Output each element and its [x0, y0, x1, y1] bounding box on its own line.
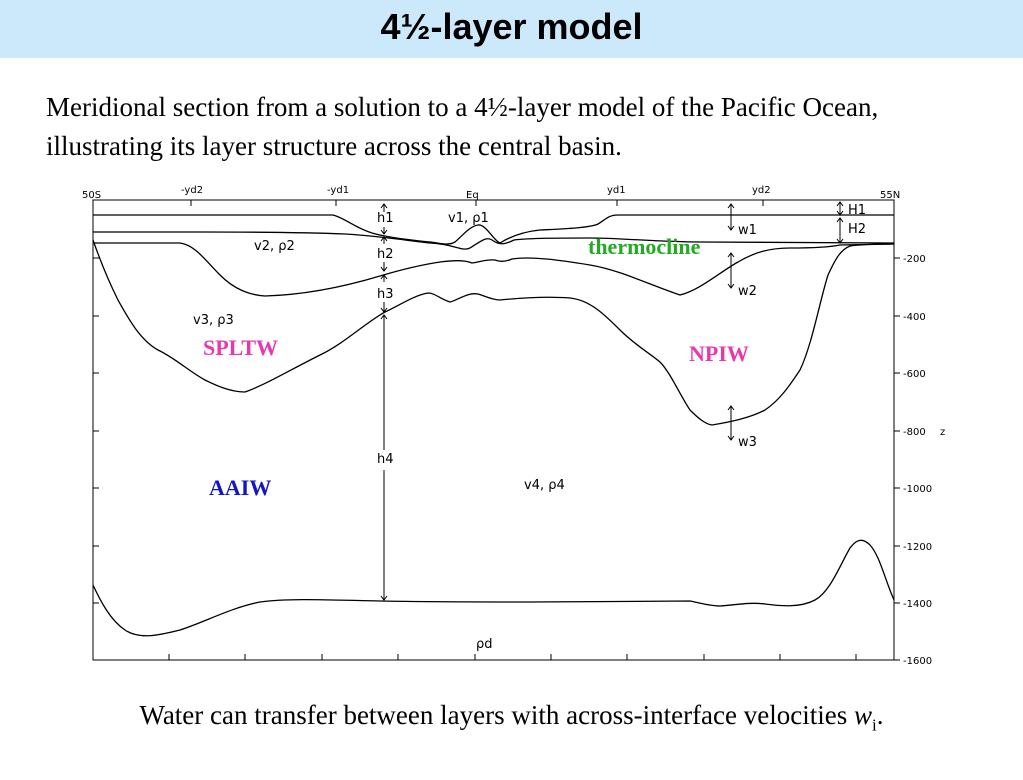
label-h1: h1: [377, 211, 394, 226]
left-axis-ticks: [93, 257, 99, 604]
label-h2-depth: H2: [848, 222, 866, 237]
top-label-50s: 50S: [82, 190, 101, 201]
caption-text: Water can transfer between layers with a…: [139, 700, 854, 730]
velocity-arrows: [727, 203, 735, 441]
label-w2: w2: [738, 284, 757, 299]
label-npiw: NPIW: [689, 341, 749, 366]
label-w1: w1: [738, 223, 757, 238]
slide-description: Meridional section from a solution to a …: [46, 92, 879, 161]
depth-brackets: [836, 201, 844, 244]
caption-subscript: i: [872, 715, 877, 735]
label-h4: h4: [377, 452, 394, 467]
thickness-arrows: [380, 203, 388, 601]
caption-end: .: [876, 700, 884, 730]
z-axis-label: z: [940, 427, 945, 438]
label-layer-3: v3, ρ3: [193, 313, 234, 328]
horizontal-ticks: [168, 200, 857, 660]
z-label-200: -200: [903, 254, 926, 265]
interface-2: [93, 242, 895, 297]
top-label-neg-yd1: -yd1: [327, 185, 349, 196]
slide-caption: Water can transfer between layers with a…: [0, 700, 1023, 735]
interface-sea-surface: [93, 214, 894, 245]
top-label-yd2: yd2: [752, 185, 771, 196]
z-label-400: -400: [903, 312, 926, 323]
interface-4: [92, 539, 895, 637]
z-label-1400: -1400: [903, 599, 932, 610]
top-label-55n: 55N: [880, 190, 900, 201]
label-layer-2: v2, ρ2: [254, 239, 295, 254]
z-label-1000: -1000: [903, 484, 932, 495]
label-aaiw: AAIW: [209, 475, 271, 500]
z-label-1600: -1600: [903, 656, 932, 667]
diagram-frame: [92, 199, 895, 661]
top-label-neg-yd2: -yd2: [181, 185, 203, 196]
z-label-600: -600: [903, 369, 926, 380]
z-label-800: -800: [903, 427, 926, 438]
interface-3: [92, 239, 895, 426]
top-label-eq: Eq: [466, 190, 479, 201]
label-layer-d: ρd: [476, 637, 493, 652]
label-layer-1: v1, ρ1: [448, 211, 489, 226]
interface-1: [93, 231, 895, 250]
label-spltw: SPLTW: [203, 335, 278, 360]
label-layer-4: v4, ρ4: [524, 478, 565, 493]
label-h3: h3: [377, 287, 394, 302]
z-axis-ticks: [894, 257, 900, 661]
label-w3: w3: [738, 435, 757, 450]
label-h2: h2: [377, 247, 394, 262]
slide-title: 4½-layer model: [380, 6, 643, 47]
label-h1-depth: H1: [848, 203, 866, 218]
caption-var: w: [853, 700, 872, 730]
title-bar: [0, 0, 1023, 58]
top-label-yd1: yd1: [607, 185, 626, 196]
label-thermocline: thermocline: [588, 234, 701, 259]
z-label-1200: -1200: [903, 542, 932, 553]
